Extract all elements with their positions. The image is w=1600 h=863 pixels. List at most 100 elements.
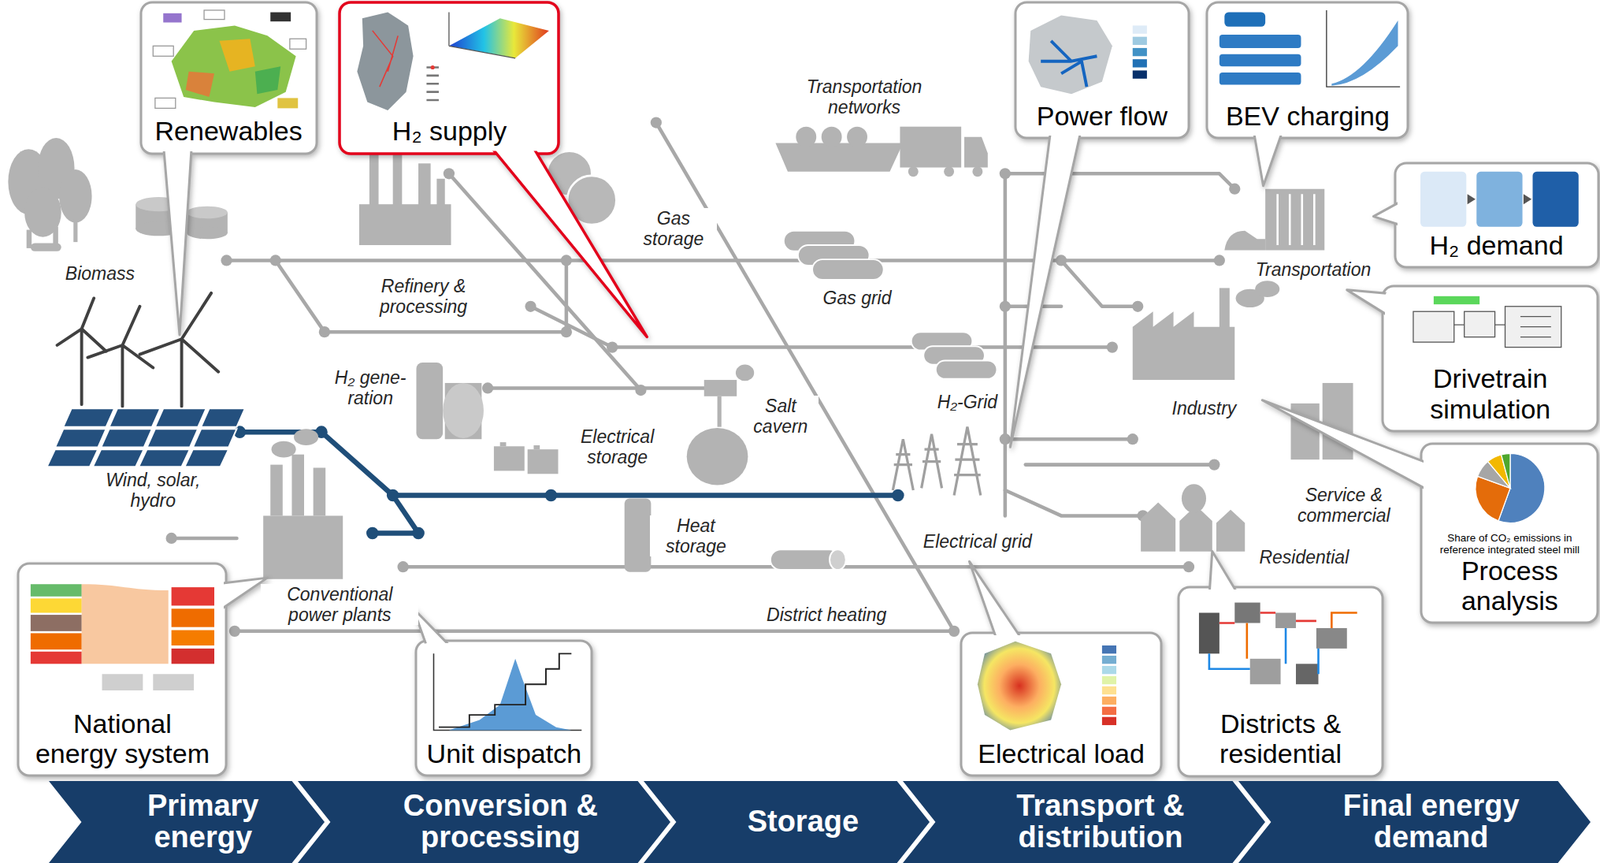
network-node (229, 625, 241, 637)
hydrogen-generator (415, 362, 443, 439)
sankey-thumbnail (102, 673, 144, 691)
building-window (1277, 193, 1315, 246)
network-line (1061, 259, 1138, 306)
pylon-icon (954, 426, 981, 496)
callout-outline (961, 560, 1162, 776)
callout-bubble: Power flow (1015, 2, 1189, 138)
load-map (1102, 706, 1117, 715)
network-node (165, 116, 1240, 637)
pipe-icon (812, 259, 884, 280)
district-schematic (1295, 663, 1318, 684)
network-node (999, 167, 1011, 179)
ship-truck-icon (899, 126, 962, 168)
ship-truck-icon (943, 166, 955, 177)
battery-icon (500, 441, 507, 446)
power-plant-icon (263, 515, 343, 579)
tree-icon (73, 219, 78, 243)
region-label: Transportation (1253, 259, 1374, 280)
network-node (560, 326, 572, 338)
region-label: Industry (1169, 397, 1240, 419)
network-node (1183, 560, 1195, 572)
solar-panel (184, 449, 229, 467)
chart-thumbnail (1219, 54, 1302, 67)
block-diagram-thumbnail (1433, 296, 1480, 305)
load-map (1102, 675, 1117, 684)
load-map (1102, 645, 1117, 654)
callout-outline (1015, 2, 1189, 138)
callout-outline (1373, 163, 1599, 268)
sankey-thumbnail (30, 597, 82, 613)
ship-truck-icon (821, 126, 843, 148)
network-node (524, 300, 536, 312)
callout-title: Drivetrain simulation (1393, 363, 1588, 424)
map-thumbnail (152, 10, 306, 108)
network-node (1127, 433, 1139, 445)
dispatch-chart (438, 653, 572, 727)
solar-panel (155, 408, 207, 427)
region-label: Electrical grid (920, 530, 1035, 552)
chart-thumbnail (1219, 10, 1400, 87)
refinery-icon (436, 178, 445, 210)
network-node (1106, 341, 1118, 353)
power-node (386, 489, 400, 502)
tree-icon (7, 137, 92, 252)
network-line (1003, 173, 1008, 516)
network-line (1005, 490, 1144, 516)
solar-panel (193, 428, 238, 447)
callout-outline (1206, 2, 1408, 138)
sankey-thumbnail (30, 651, 82, 665)
ship-truck-icon (775, 126, 988, 177)
callout-outline (961, 632, 1162, 776)
hydrogen-generator (415, 362, 483, 439)
pylon-icon (892, 426, 981, 496)
district-schematic (1234, 602, 1260, 624)
power-plant-icon (293, 428, 319, 446)
map-thumbnail (426, 67, 439, 101)
callout-fill (20, 565, 224, 773)
sankey-thumbnail (171, 586, 215, 606)
region-label: Service & commercial (1285, 484, 1403, 526)
building-icon (1265, 189, 1325, 251)
callout-outline (1382, 285, 1598, 431)
building-icon (1216, 509, 1245, 552)
map-thumbnail (155, 97, 176, 108)
power-node (891, 489, 905, 502)
region-label: Salt cavern (742, 395, 820, 437)
pie-chart (1475, 452, 1545, 523)
load-map (977, 641, 1062, 731)
callout-pointer (487, 142, 647, 337)
map-thumbnail (152, 45, 174, 56)
salt-cavern (717, 396, 722, 427)
map-thumbnail (1467, 193, 1476, 205)
map-thumbnail (171, 25, 297, 108)
pipe-icon (829, 549, 847, 570)
chevron-label: Conversion & processing (393, 790, 608, 853)
network-node (1228, 183, 1240, 195)
map-thumbnail (289, 38, 307, 49)
district-schematic (1247, 612, 1358, 659)
sankey-thumbnail (81, 583, 169, 664)
solar-panel (147, 428, 199, 447)
building-icon (1224, 230, 1266, 251)
map-thumbnail (430, 65, 435, 70)
sankey-thumbnail (171, 608, 215, 627)
region-label: Residential (1256, 546, 1352, 568)
district-schematic (1199, 612, 1220, 654)
callout-bubble: Unit dispatch (415, 640, 592, 776)
map-thumbnail (255, 66, 281, 94)
building-icon (1254, 280, 1280, 297)
map-thumbnail (163, 13, 182, 23)
network-node (482, 382, 494, 394)
power-plant-icon (263, 428, 343, 579)
district-schematic (1199, 602, 1358, 685)
callout-outline (18, 563, 268, 776)
callout-fill (143, 4, 315, 152)
callout-fill (1423, 445, 1596, 620)
callout-bubble: National energy system (18, 563, 227, 776)
sankey-thumbnail (152, 673, 194, 691)
callout-outline (1178, 586, 1383, 776)
load-map (1102, 686, 1117, 695)
map-thumbnail (219, 38, 255, 71)
network-line (487, 386, 715, 390)
callout-bubble: Electrical load (961, 632, 1162, 776)
